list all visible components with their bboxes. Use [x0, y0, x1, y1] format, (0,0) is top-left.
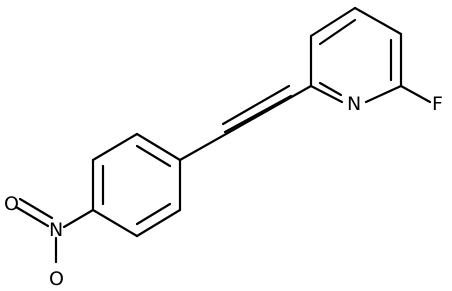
bond-c-nitro-n: [62, 208, 95, 229]
bond-bz-inner-3: [135, 202, 172, 226]
bond-py-c6-c5: [309, 6, 357, 38]
bond-n-o-top-2: [14, 205, 50, 228]
nitro-oxygen-bottom-label: O: [49, 268, 64, 290]
bond-py-n-c2: [309, 84, 344, 104]
pyridine-ring: [309, 6, 403, 104]
bond-bz-4: [91, 208, 139, 238]
bond-py-c3-n: [364, 84, 403, 104]
bond-alkyne-3: [223, 94, 293, 134]
bond-bz-5: [135, 208, 182, 238]
bond-bz-2: [91, 132, 139, 162]
bond-alkyne-2: [221, 84, 291, 126]
nitro-nitrogen-label: N: [49, 219, 63, 241]
bond-py-c5-c4: [353, 6, 403, 36]
bond-alkyne-1: [178, 84, 313, 162]
bond-py-inner-c6-c5: [318, 18, 357, 46]
atom-labels: N F N O O: [4, 93, 443, 290]
bond-bz-1: [135, 132, 182, 162]
bond-n-o-top-1: [18, 197, 54, 220]
nitro-oxygen-top-label: O: [4, 193, 19, 215]
bond-bz-inner-1: [135, 144, 172, 168]
fluorine-label: F: [432, 93, 443, 115]
bond-c3-f: [399, 84, 432, 104]
alkyne-triple-bond: [178, 84, 313, 162]
bond-py-inner-n-c2: [318, 81, 343, 97]
nitro-group: [14, 197, 58, 264]
pyridine-nitrogen-label: N: [347, 93, 361, 115]
benzene-ring: [91, 132, 182, 238]
